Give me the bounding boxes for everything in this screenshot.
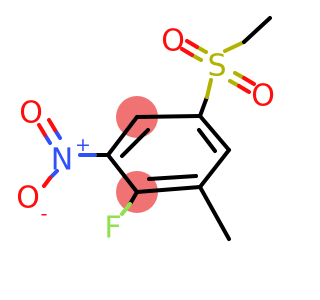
bond-n-o-top-red-1	[47, 118, 57, 132]
bond-s-o-top-red-1	[185, 39, 199, 49]
oxygen-n-bottom-charge-label: -	[41, 203, 48, 225]
ring-bond-2	[198, 114, 231, 152]
oxygen-n-top-label: O	[19, 96, 43, 131]
bond-ring-to-f-green	[120, 202, 132, 216]
ring-double-bond-2	[197, 128, 217, 153]
bond-s-to-methyl-black	[242, 16, 272, 44]
ring-bond-5	[106, 153, 139, 194]
bond-ring-to-s-black	[198, 95, 209, 118]
bond-s-to-methyl-yellow	[223, 40, 246, 53]
oxygen-n-bottom-label: O	[16, 181, 40, 216]
bond-ring-to-methyl	[198, 185, 231, 241]
bond-s-o-right-red-2	[237, 84, 251, 94]
ring-bond-4	[135, 185, 202, 194]
molecule-diagram: S O O N + O O - F	[16, 16, 275, 246]
bond-n-o-bottom-red	[42, 176, 52, 188]
ring-double-bond-3	[147, 174, 198, 181]
ring-bond-1	[135, 114, 202, 119]
bond-s-o-top-red-2	[180, 47, 194, 57]
bonds	[37, 16, 272, 241]
nitrogen-charge-label: +	[75, 134, 91, 156]
nitrogen-label: N	[51, 143, 73, 178]
bond-n-o-top-red-2	[37, 123, 47, 137]
atom-labels: S O O N + O O - F	[16, 24, 275, 246]
bond-s-o-right-red-1	[242, 76, 256, 86]
bond-ring-to-s-yellow	[205, 78, 213, 99]
bond-ring-to-f-black	[128, 190, 139, 206]
ring-bond-6	[106, 115, 139, 157]
oxygen-s-right-label: O	[251, 79, 275, 114]
fluorine-label: F	[104, 211, 121, 246]
ring-double-bond-1	[120, 128, 150, 158]
sulfur-label: S	[207, 49, 226, 84]
ring-bond-3	[198, 148, 231, 189]
oxygen-s-top-label: O	[161, 24, 185, 59]
